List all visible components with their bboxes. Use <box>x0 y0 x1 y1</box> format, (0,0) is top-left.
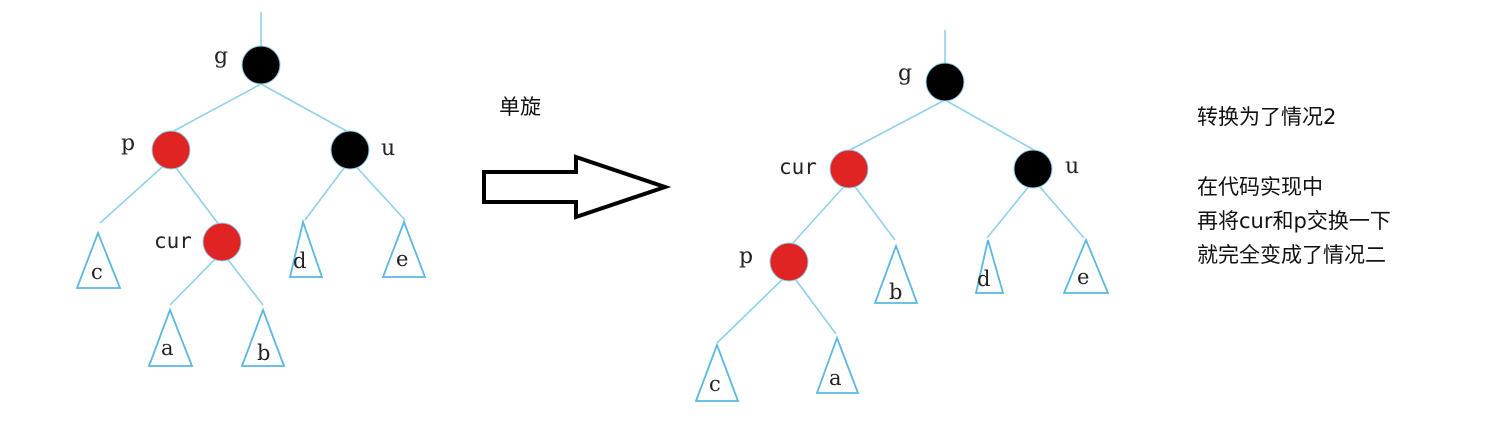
note-line-1: 转换为了情况2 <box>1197 105 1336 129</box>
subtree-a-after <box>815 335 860 394</box>
edge-p-a-after <box>789 271 837 335</box>
edge-cur-b-after <box>849 179 896 241</box>
leaf-label-c-after: c <box>709 372 721 396</box>
leaf-label-e: e <box>396 247 408 271</box>
node-p-after <box>769 242 809 282</box>
note-line-4: 就完全变成了情况二 <box>1197 243 1386 267</box>
label-p-after: p <box>739 244 753 269</box>
edge-cur-a <box>169 251 223 306</box>
note-line-3: 再将cur和p交换一下 <box>1197 209 1391 233</box>
edge-g-cur-after <box>849 99 946 151</box>
label-cur-after: cur <box>779 155 817 179</box>
leaf-label-c: c <box>91 260 103 284</box>
explanation-notes: 转换为了情况2 在代码实现中 再将cur和p交换一下 就完全变成了情况二 <box>1197 105 1391 267</box>
subtree-d-after <box>974 239 1005 294</box>
subtree-a <box>147 307 194 367</box>
note-line-2: 在代码实现中 <box>1197 175 1323 199</box>
node-cur <box>202 222 242 262</box>
leaf-label-e-after: e <box>1077 265 1089 289</box>
after-tree: g cur u p c a b d e <box>694 30 1110 402</box>
leaf-label-a: a <box>161 336 174 360</box>
edge-p-c-after <box>716 271 791 344</box>
arrow-right-icon <box>482 154 672 220</box>
label-u-after: u <box>1065 154 1079 179</box>
edge-u-e <box>349 159 406 221</box>
edge-u-d <box>304 159 351 221</box>
edge-cur-b <box>221 251 264 306</box>
subtree-b-after <box>873 243 919 304</box>
label-p: p <box>121 131 135 156</box>
edge-p-cur <box>169 159 221 227</box>
leaf-label-b: b <box>257 341 270 365</box>
leaf-label-d-after: d <box>977 267 990 291</box>
subtree-e <box>381 219 427 278</box>
rotation-label: 单旋 <box>499 95 541 119</box>
label-g-after: g <box>898 61 912 86</box>
edge-g-u-after <box>944 99 1035 151</box>
node-u-after <box>1013 149 1053 189</box>
leaf-label-b-after: b <box>889 280 902 304</box>
subtree-b <box>240 307 286 367</box>
label-g: g <box>214 44 228 69</box>
leaf-label-a-after: a <box>829 366 842 390</box>
node-cur-after <box>829 149 869 189</box>
edge-p-c <box>99 159 171 224</box>
node-u <box>330 130 370 170</box>
edge-u-e-after <box>1033 179 1085 239</box>
label-cur: cur <box>154 229 192 253</box>
subtree-d <box>288 218 324 278</box>
subtree-e-after <box>1062 237 1110 294</box>
before-tree: g p u cur c a b d e <box>75 12 427 367</box>
subtree-c-after <box>694 342 740 402</box>
edge-g-u <box>260 83 351 134</box>
edge-u-d-after <box>986 179 1035 239</box>
leaf-label-d: d <box>293 249 306 273</box>
edge-cur-p-after <box>791 179 851 245</box>
node-g-after <box>925 62 965 102</box>
label-u: u <box>381 136 395 161</box>
node-g <box>241 45 281 85</box>
subtree-c <box>75 230 122 289</box>
node-p <box>151 130 191 170</box>
edge-g-p <box>169 83 262 134</box>
